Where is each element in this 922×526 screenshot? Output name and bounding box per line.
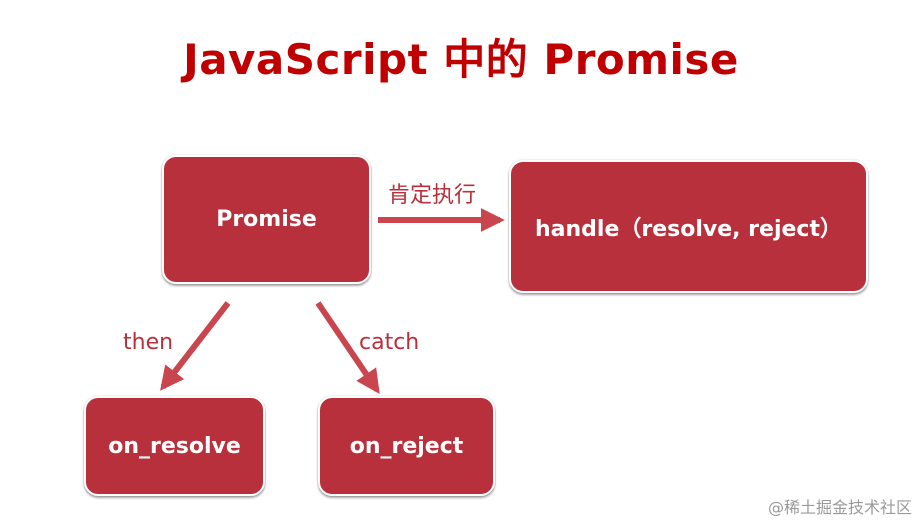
- on-reject-node-label: on_reject: [349, 433, 464, 459]
- watermark: @稀土掘金技术社区: [767, 498, 912, 517]
- handle-node: handle（resolve, reject）: [509, 160, 868, 293]
- on-resolve-node: on_resolve: [84, 396, 265, 496]
- promise-node: Promise: [162, 155, 371, 284]
- arrow-promise-to-resolve: [160, 301, 231, 391]
- edge-label-catch: catch: [359, 330, 420, 355]
- arrow-promise-to-reject: [315, 301, 380, 394]
- edge-label-execute: 肯定执行: [388, 183, 477, 208]
- on-reject-node: on_reject: [318, 396, 495, 496]
- on-resolve-node-label: on_resolve: [108, 433, 241, 459]
- promise-node-label: Promise: [216, 207, 317, 232]
- handle-node-label: handle（resolve, reject）: [535, 216, 842, 242]
- diagram-title: JavaScript 中的 Promise: [183, 35, 739, 84]
- edge-label-then: then: [123, 330, 174, 355]
